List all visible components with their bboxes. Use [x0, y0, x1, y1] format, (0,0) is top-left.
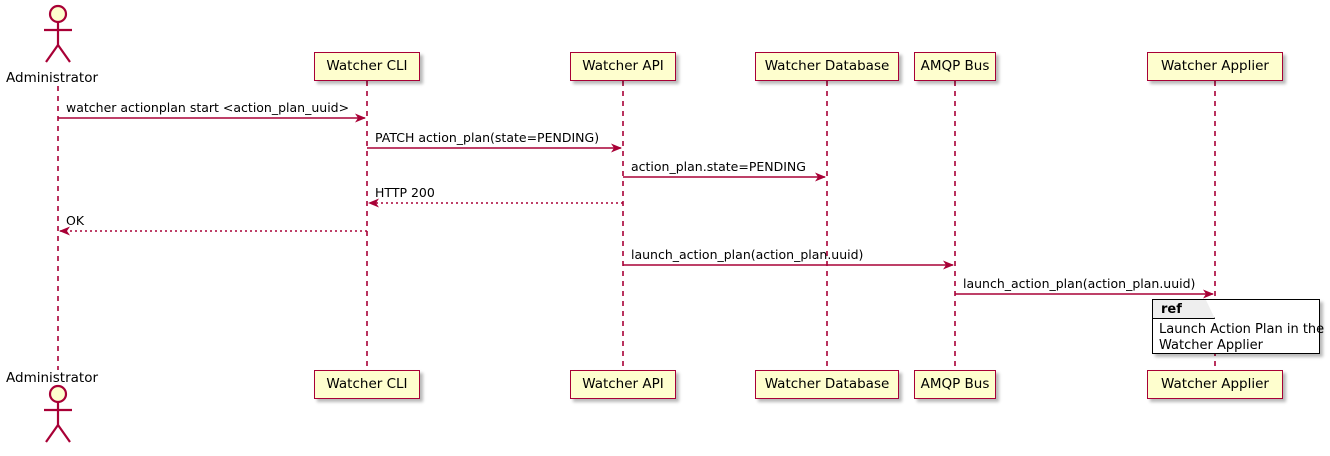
participant-box-watcher-database[interactable]: Watcher Database: [755, 52, 899, 81]
participant-label-administrator: Administrator: [6, 70, 99, 86]
participant-box-watcher-applier[interactable]: Watcher Applier: [1147, 370, 1283, 399]
ref-fragment-line-0: Launch Action Plan in the: [1159, 322, 1325, 337]
participant-label-administrator: Administrator: [6, 370, 99, 386]
message-label-5: launch_action_plan(action_plan.uuid): [631, 247, 864, 262]
message-label-4: OK: [66, 213, 85, 228]
participant-box-watcher-applier[interactable]: Watcher Applier: [1147, 52, 1283, 81]
participant-box-amqp-bus[interactable]: AMQP Bus: [913, 52, 997, 81]
message-label-6: launch_action_plan(action_plan.uuid): [963, 276, 1196, 291]
message-label-1: PATCH action_plan(state=PENDING): [375, 130, 600, 145]
participant-box-watcher-database[interactable]: Watcher Database: [755, 370, 899, 399]
participant-box-amqp-bus[interactable]: AMQP Bus: [913, 370, 997, 399]
actor-figure: [44, 384, 72, 443]
participant-box-watcher-api[interactable]: Watcher API: [570, 52, 676, 81]
message-label-0: watcher actionplan start <action_plan_uu…: [66, 100, 350, 115]
actor-figure: [44, 4, 72, 63]
lifelines-group: [57, 81, 1216, 371]
message-label-2: action_plan.state=PENDING: [631, 159, 806, 174]
actor-glyphs-group: [44, 4, 72, 443]
participant-box-watcher-cli[interactable]: Watcher CLI: [314, 52, 420, 81]
ref-fragment-keyword: ref: [1153, 300, 1215, 319]
message-label-3: HTTP 200: [375, 185, 435, 200]
participant-box-watcher-cli[interactable]: Watcher CLI: [314, 370, 420, 399]
ref-fragment-line-1: Watcher Applier: [1159, 338, 1263, 354]
message-arrows-group: [58, 113, 1214, 299]
participant-box-watcher-api[interactable]: Watcher API: [570, 370, 676, 399]
